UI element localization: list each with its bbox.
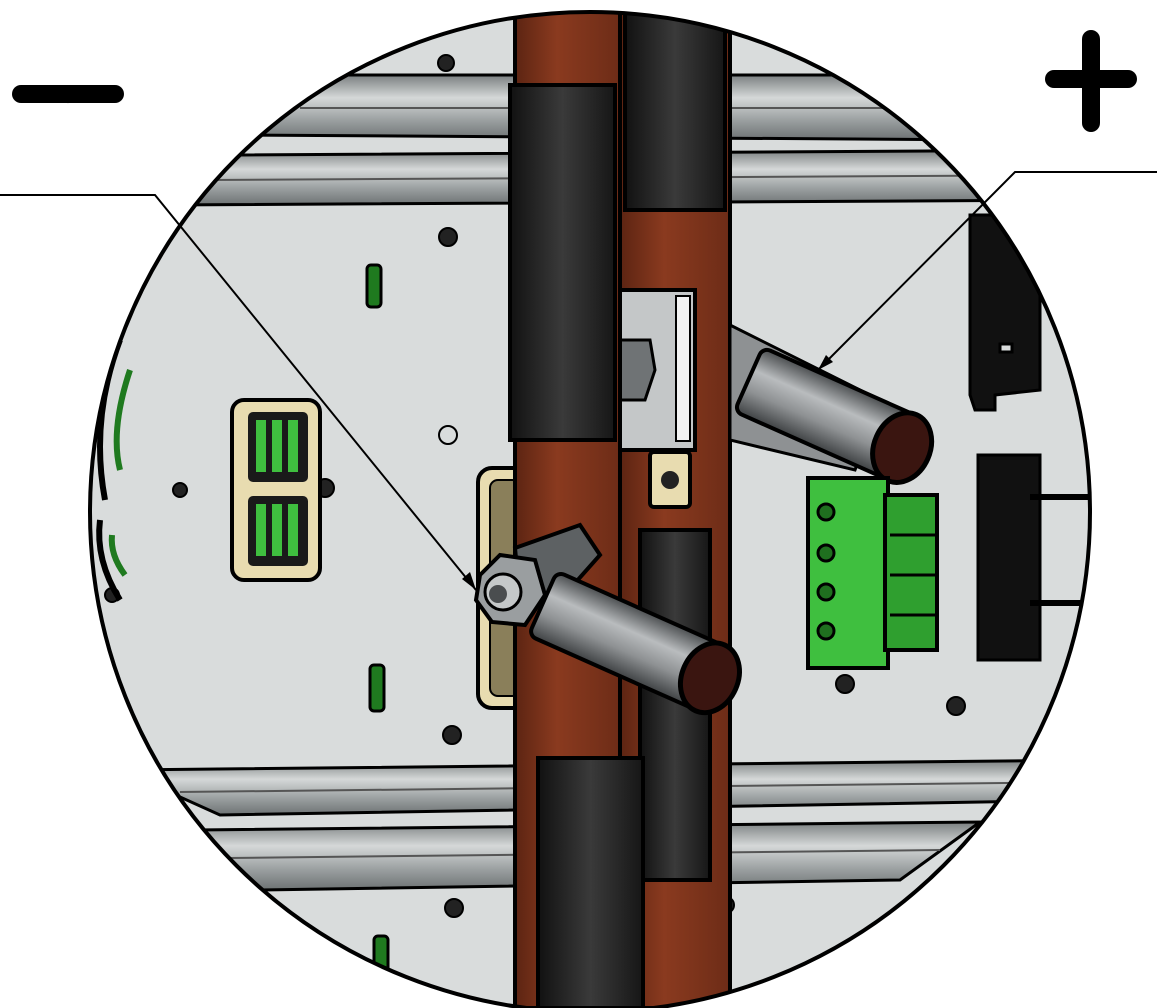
lug-tab: [648, 450, 692, 509]
negative-cable: [473, 522, 742, 716]
negative-terminal-nut: [473, 552, 548, 628]
positive-sign-text: +: [1091, 88, 1092, 91]
positive-cable: [728, 322, 935, 485]
data-connector-left: [230, 398, 322, 582]
busbar-negative: [508, 12, 645, 1008]
clamp-plate: [608, 288, 697, 452]
callout-positive: [817, 171, 1157, 371]
arrowhead-negative: [462, 572, 476, 590]
callout-negative: [0, 194, 477, 591]
negative-sign-glyph: [12, 85, 124, 103]
green-terminal-block: [806, 476, 939, 670]
arrowhead-positive: [818, 355, 833, 370]
positive-sign-glyph: [1045, 30, 1137, 132]
detail-circle-outline: [88, 10, 1092, 1008]
negative-sign-text: −: [68, 103, 69, 105]
